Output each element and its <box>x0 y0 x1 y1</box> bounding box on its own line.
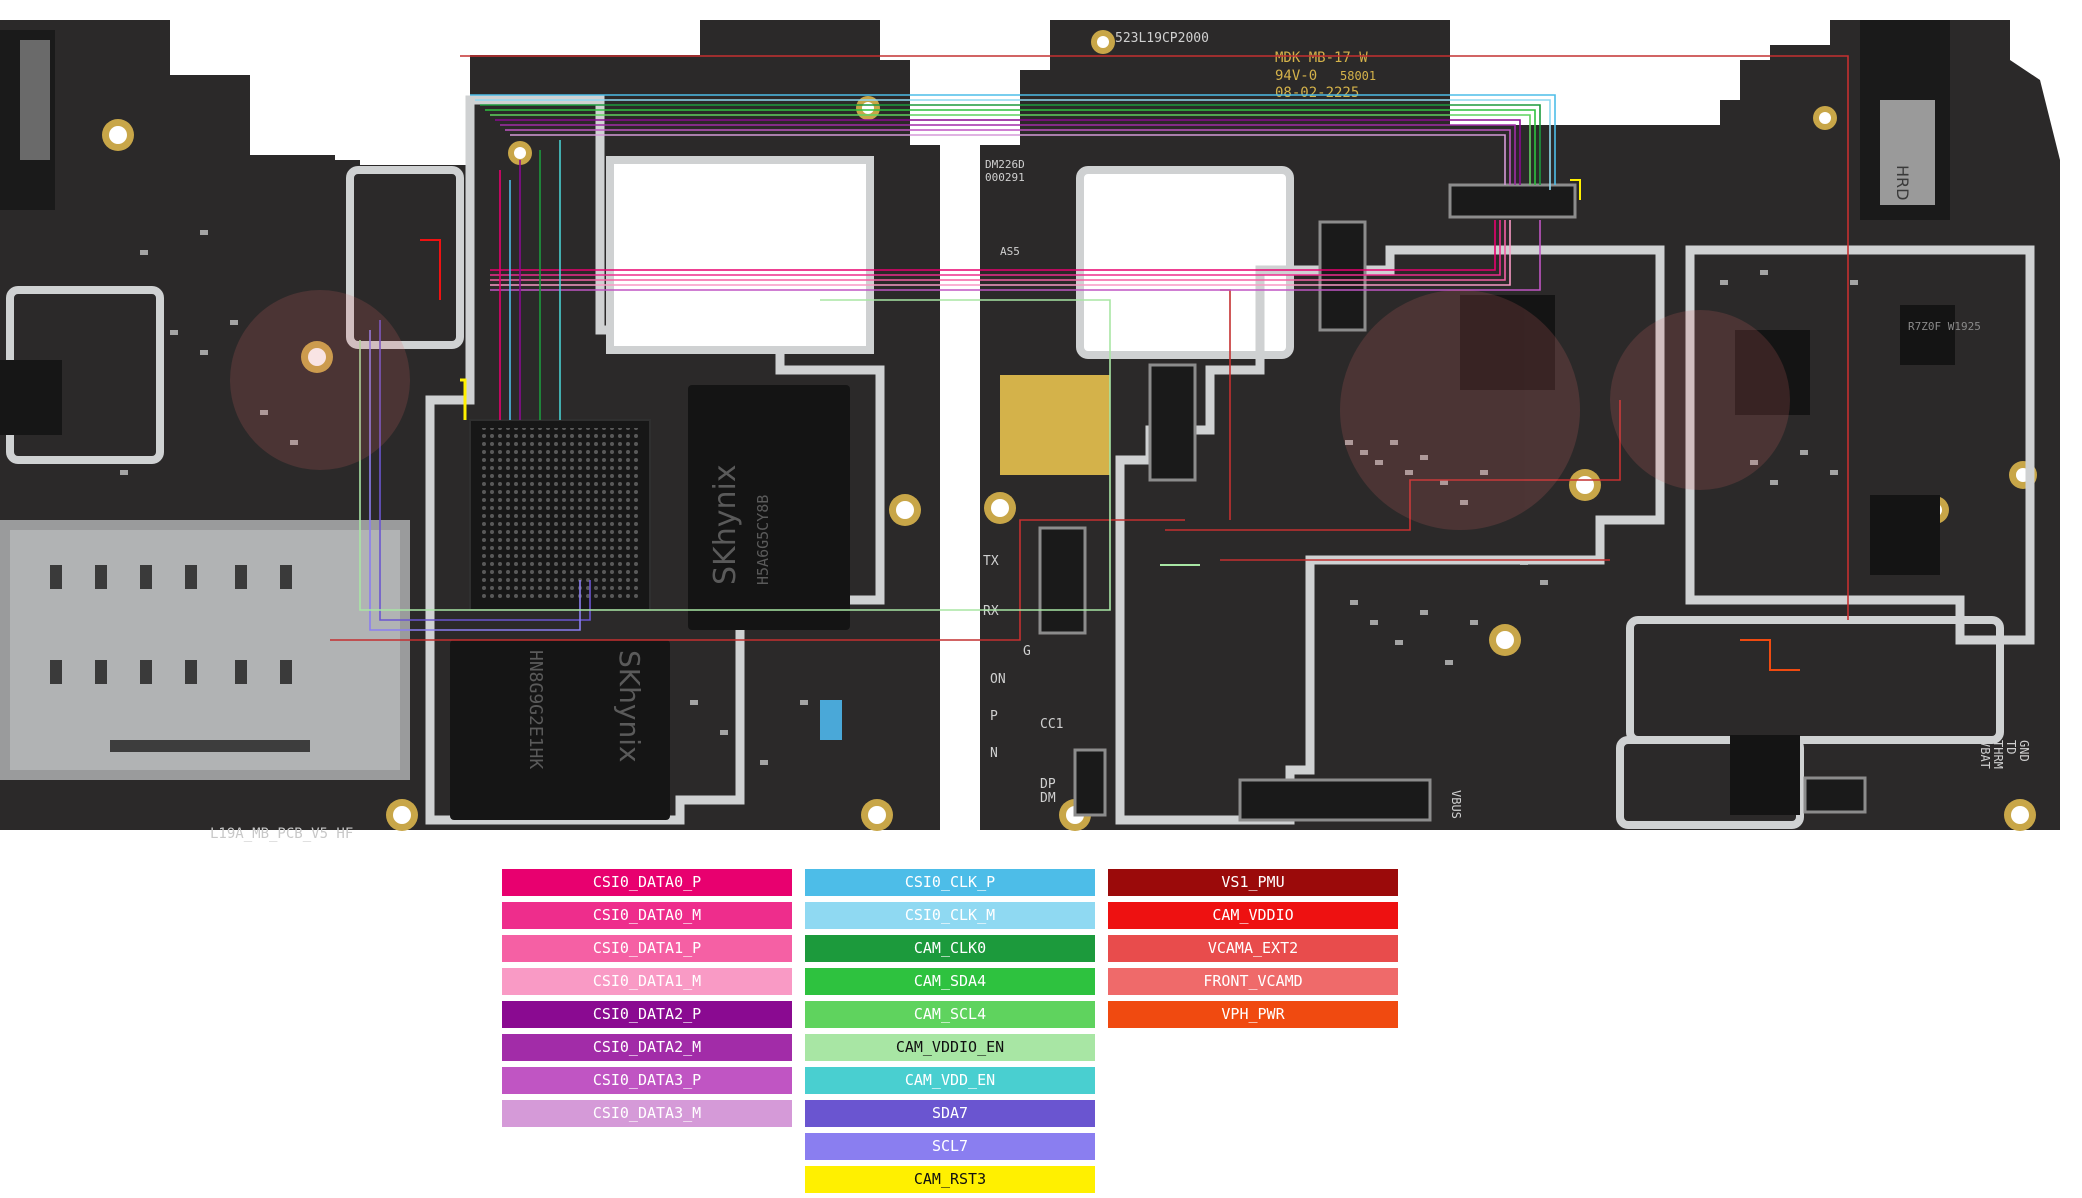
legend-item-cam-sda4: CAM_SDA4 <box>805 968 1095 995</box>
legend-item-csi0-data1-p: CSI0_DATA1_P <box>502 935 792 962</box>
pin-label-on: ON <box>990 672 1006 687</box>
pin-label-vbat: VBAT <box>1978 740 1992 769</box>
left-board-half: SKhynix H5A6G5CY8B SKhynix HN8G9G2E1HK L… <box>0 20 940 842</box>
memory-chip-part-silk: H5A6G5CY8B <box>754 495 772 585</box>
pin-label-td: TD <box>2004 740 2018 754</box>
as-silk: AS5 <box>1000 245 1020 258</box>
maker-silk-line4: 08-02-2225 <box>1275 85 1359 101</box>
ant-module-silk: HRD <box>1893 165 1912 200</box>
legend-item-csi0-data1-m: CSI0_DATA1_M <box>502 968 792 995</box>
legend-item-cam-vdd-en: CAM_VDD_EN <box>805 1067 1095 1094</box>
pin-label-dm: DM <box>1040 791 1056 806</box>
center-board-silk: 523L19CP2000 <box>1115 31 1209 46</box>
board-code-silk-1: DM226D <box>985 158 1025 171</box>
pin-label-thrm: THRM <box>1991 740 2005 769</box>
left-board-silk: L19A_MB_PCB_V5 HF <box>210 826 353 842</box>
legend-item-csi0-data3-p: CSI0_DATA3_P <box>502 1067 792 1094</box>
legend-item-csi0-data2-m: CSI0_DATA2_M <box>502 1034 792 1061</box>
legend-item-csi0-data2-p: CSI0_DATA2_P <box>502 1001 792 1028</box>
pin-label-cc1: CC1 <box>1040 717 1063 732</box>
legend-item-vcama-ext2: VCAMA_EXT2 <box>1108 935 1398 962</box>
pin-label-dp: DP <box>1040 777 1056 792</box>
board-code-silk-2: 000291 <box>985 171 1025 184</box>
right-board-half: R7Z0F W1925 HRD 523L19CP2000 MDK MB-17 W… <box>980 20 2060 831</box>
legend-item-cam-scl4: CAM_SCL4 <box>805 1001 1095 1028</box>
pin-label-gnd: GND <box>2017 740 2031 762</box>
pmic-silk: R7Z0F W1925 <box>1908 320 1981 333</box>
legend-item-csi0-data0-p: CSI0_DATA0_P <box>502 869 792 896</box>
flash-chip-silk: SKhynix <box>613 650 646 763</box>
legend-item-cam-clk0: CAM_CLK0 <box>805 935 1095 962</box>
legend-item-csi0-clk-p: CSI0_CLK_P <box>805 869 1095 896</box>
legend-item-front-vcamd: FRONT_VCAMD <box>1108 968 1398 995</box>
legend-item-vph-pwr: VPH_PWR <box>1108 1001 1398 1028</box>
legend-item-csi0-clk-m: CSI0_CLK_M <box>805 902 1095 929</box>
pin-label-n: N <box>990 746 998 761</box>
legend-item-sda7: SDA7 <box>805 1100 1095 1127</box>
legend-item-cam-rst3: CAM_RST3 <box>805 1166 1095 1193</box>
legend-item-csi0-data0-m: CSI0_DATA0_M <box>502 902 792 929</box>
legend-item-vs1-pmu: VS1_PMU <box>1108 869 1398 896</box>
pin-label-g: G <box>1023 644 1031 659</box>
maker-silk-line2: 94V-0 <box>1275 68 1317 84</box>
legend-item-cam-vddio-en: CAM_VDDIO_EN <box>805 1034 1095 1061</box>
pin-label-p: P <box>990 709 998 724</box>
maker-silk-line1: MDK MB-17 W <box>1275 50 1368 66</box>
flash-chip-part-silk: HN8G9G2E1HK <box>525 650 546 769</box>
vbus-silk: VBUS <box>1449 790 1463 819</box>
legend-item-cam-vddio: CAM_VDDIO <box>1108 902 1398 929</box>
pcb-board-diagram: SKhynix H5A6G5CY8B SKhynix HN8G9G2E1HK L… <box>0 20 2060 842</box>
legend-item-csi0-data3-m: CSI0_DATA3_M <box>502 1100 792 1127</box>
pin-label-tx: TX <box>983 554 999 569</box>
maker-silk-line3: 58001 <box>1340 69 1376 83</box>
memory-chip-silk: SKhynix <box>708 464 743 585</box>
pin-label-rx: RX <box>983 604 999 619</box>
legend-item-scl7: SCL7 <box>805 1133 1095 1160</box>
